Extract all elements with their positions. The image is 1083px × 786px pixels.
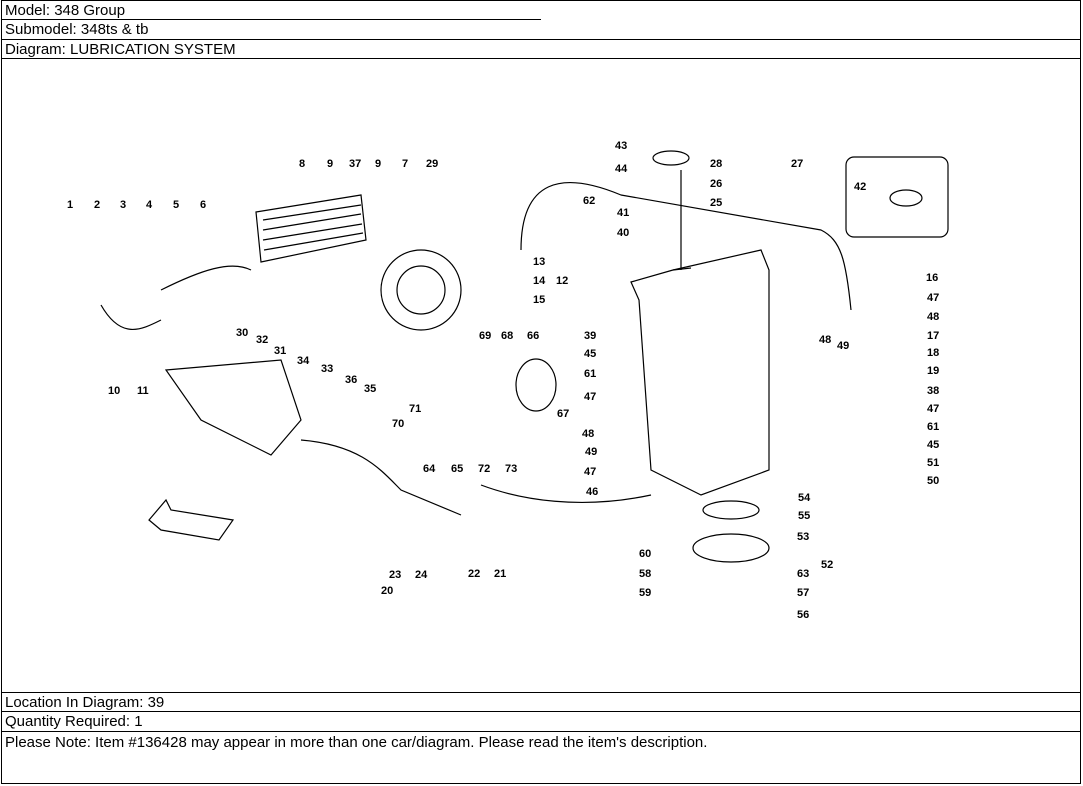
svg-text:72: 72	[478, 463, 490, 475]
svg-text:11: 11	[137, 385, 149, 397]
svg-text:57: 57	[797, 587, 809, 599]
svg-text:48: 48	[819, 334, 831, 346]
svg-text:51: 51	[927, 457, 939, 469]
svg-text:63: 63	[797, 568, 809, 580]
svg-text:4: 4	[146, 199, 153, 211]
svg-text:73: 73	[505, 463, 517, 475]
divider	[1, 39, 1081, 40]
svg-text:69: 69	[479, 330, 491, 342]
svg-text:26: 26	[710, 178, 722, 190]
svg-text:67: 67	[557, 408, 569, 420]
svg-text:58: 58	[639, 568, 651, 580]
svg-text:64: 64	[423, 463, 436, 475]
svg-text:9: 9	[375, 158, 381, 170]
svg-text:23: 23	[389, 569, 401, 581]
svg-text:55: 55	[798, 510, 810, 522]
svg-text:3: 3	[120, 199, 126, 211]
svg-text:68: 68	[501, 330, 513, 342]
svg-text:59: 59	[639, 587, 651, 599]
svg-text:17: 17	[927, 330, 939, 342]
svg-text:45: 45	[584, 348, 596, 360]
svg-text:44: 44	[615, 163, 628, 175]
divider	[1, 731, 1081, 732]
svg-text:47: 47	[927, 292, 939, 304]
svg-text:56: 56	[797, 609, 809, 621]
submodel-label: Submodel: 348ts & tb	[5, 21, 149, 38]
svg-text:14: 14	[533, 275, 546, 287]
svg-text:16: 16	[926, 272, 938, 284]
svg-text:33: 33	[321, 363, 333, 375]
svg-text:48: 48	[582, 428, 594, 440]
svg-text:28: 28	[710, 158, 722, 170]
svg-text:29: 29	[426, 158, 438, 170]
svg-text:70: 70	[392, 418, 404, 430]
svg-text:32: 32	[256, 334, 268, 346]
svg-text:39: 39	[584, 330, 596, 342]
svg-text:49: 49	[585, 446, 597, 458]
svg-text:66: 66	[527, 330, 539, 342]
svg-text:22: 22	[468, 568, 480, 580]
svg-text:49: 49	[837, 340, 849, 352]
svg-text:36: 36	[345, 374, 357, 386]
svg-text:18: 18	[927, 347, 939, 359]
svg-text:15: 15	[533, 294, 545, 306]
model-label: Model: 348 Group	[5, 2, 126, 19]
svg-text:43: 43	[615, 140, 627, 152]
divider	[1, 692, 1081, 693]
svg-text:35: 35	[364, 383, 376, 395]
svg-text:47: 47	[584, 391, 596, 403]
svg-text:1: 1	[67, 199, 73, 211]
diagram-label: Diagram: LUBRICATION SYSTEM	[5, 41, 236, 58]
svg-text:37: 37	[349, 158, 361, 170]
svg-text:24: 24	[415, 569, 428, 581]
svg-text:10: 10	[108, 385, 120, 397]
svg-text:31: 31	[274, 345, 286, 357]
svg-text:48: 48	[927, 311, 939, 323]
svg-text:40: 40	[617, 227, 629, 239]
svg-text:71: 71	[409, 403, 421, 415]
svg-text:61: 61	[584, 368, 596, 380]
svg-text:7: 7	[402, 158, 408, 170]
svg-text:2: 2	[94, 199, 100, 211]
svg-text:54: 54	[798, 492, 811, 504]
svg-text:41: 41	[617, 207, 629, 219]
divider	[1, 19, 541, 20]
svg-text:27: 27	[791, 158, 803, 170]
svg-text:62: 62	[583, 195, 595, 207]
note-text: Please Note: Item #136428 may appear in …	[5, 734, 708, 751]
svg-text:47: 47	[927, 403, 939, 415]
svg-text:47: 47	[584, 466, 596, 478]
svg-text:12: 12	[556, 275, 568, 287]
svg-text:6: 6	[200, 199, 206, 211]
quantity-label: Quantity Required: 1	[5, 713, 143, 730]
svg-text:38: 38	[927, 385, 939, 397]
svg-text:25: 25	[710, 197, 722, 209]
svg-text:21: 21	[494, 568, 506, 580]
svg-text:45: 45	[927, 439, 939, 451]
divider	[1, 58, 1081, 59]
svg-text:42: 42	[854, 181, 866, 193]
svg-text:30: 30	[236, 327, 248, 339]
svg-text:9: 9	[327, 158, 333, 170]
svg-text:8: 8	[299, 158, 305, 170]
svg-text:34: 34	[297, 355, 310, 367]
svg-text:5: 5	[173, 199, 179, 211]
divider	[1, 711, 1081, 712]
svg-text:61: 61	[927, 421, 939, 433]
svg-text:52: 52	[821, 559, 833, 571]
svg-text:20: 20	[381, 585, 393, 597]
location-label: Location In Diagram: 39	[5, 694, 165, 711]
svg-text:50: 50	[927, 475, 939, 487]
svg-text:60: 60	[639, 548, 651, 560]
svg-text:46: 46	[586, 486, 598, 498]
svg-text:19: 19	[927, 365, 939, 377]
svg-text:65: 65	[451, 463, 463, 475]
svg-text:13: 13	[533, 256, 545, 268]
svg-text:53: 53	[797, 531, 809, 543]
